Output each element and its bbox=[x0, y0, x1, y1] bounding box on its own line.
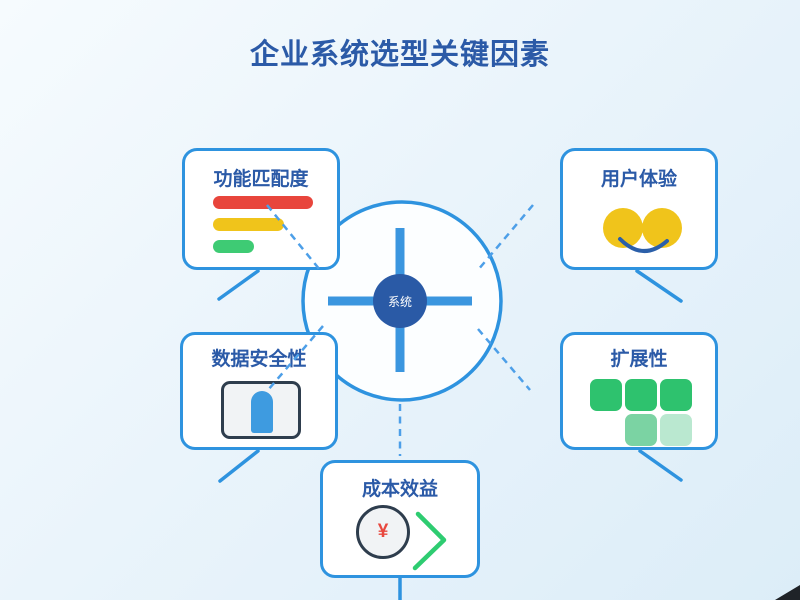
chevron-right-icon bbox=[412, 511, 447, 571]
blocks-grid-icon bbox=[590, 379, 692, 446]
node-function-match[interactable]: 功能匹配度 bbox=[182, 148, 340, 270]
dashed-ray-upper-right bbox=[477, 204, 534, 271]
rating-bar-green bbox=[213, 240, 254, 253]
tail-function-match bbox=[217, 269, 260, 301]
tail-data-security bbox=[218, 449, 260, 483]
block-green-1 bbox=[590, 379, 622, 411]
page-title: 企业系统选型关键因素 bbox=[249, 39, 550, 71]
block-green-3 bbox=[660, 379, 692, 411]
yuan-symbol: ¥ bbox=[377, 521, 389, 542]
smiley-right-circle bbox=[642, 208, 682, 248]
block-green-medium bbox=[625, 414, 657, 446]
dashed-ray-lower-right bbox=[477, 328, 531, 391]
tail-scalability bbox=[638, 449, 683, 482]
rating-bar-red bbox=[213, 196, 313, 209]
tail-user-experience bbox=[635, 269, 683, 303]
block-green-2 bbox=[625, 379, 657, 411]
corner-resize-grip[interactable] bbox=[775, 585, 800, 600]
block-green-light bbox=[660, 414, 692, 446]
node-scalability-title: 扩展性 bbox=[610, 349, 668, 370]
lock-keyhole bbox=[251, 391, 273, 433]
smiley-icon bbox=[603, 208, 682, 253]
rating-bars-icon bbox=[213, 196, 313, 262]
hub-center-node[interactable] bbox=[373, 274, 427, 328]
node-cost-benefit[interactable]: 成本效益 ¥ bbox=[320, 460, 480, 578]
hub-center-label: 系统 bbox=[388, 295, 412, 309]
smile-curve bbox=[618, 237, 669, 253]
node-user-experience-title: 用户体验 bbox=[600, 169, 677, 190]
node-data-security[interactable]: 数据安全性 bbox=[180, 332, 338, 450]
smiley-left-circle bbox=[603, 208, 643, 248]
node-function-match-title: 功能匹配度 bbox=[213, 169, 309, 190]
node-data-security-title: 数据安全性 bbox=[211, 349, 307, 370]
node-scalability[interactable]: 扩展性 bbox=[560, 332, 718, 450]
node-user-experience[interactable]: 用户体验 bbox=[560, 148, 718, 270]
lock-icon bbox=[221, 381, 301, 439]
rating-bar-yellow bbox=[213, 218, 284, 231]
node-cost-benefit-title: 成本效益 bbox=[361, 479, 438, 500]
yuan-coin-icon: ¥ bbox=[356, 505, 410, 559]
